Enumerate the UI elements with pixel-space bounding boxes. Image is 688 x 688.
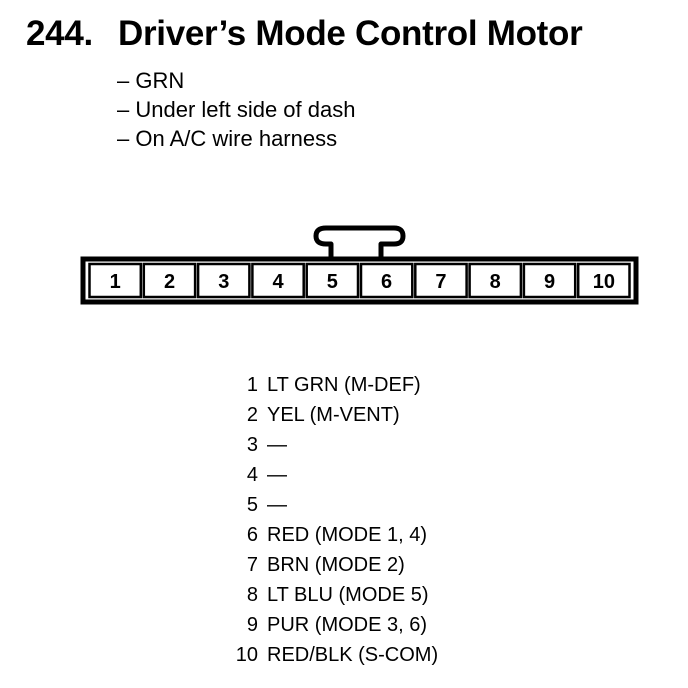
list-item: 6 RED (MODE 1, 4) — [220, 520, 438, 550]
pin-number: 8 — [246, 584, 258, 606]
connector-diagram: 1 2 3 4 5 6 7 8 9 10 — [80, 225, 639, 305]
note-color: – GRN — [117, 68, 185, 93]
connector-pin-cell — [88, 262, 143, 299]
title-number: 244. — [26, 14, 93, 53]
connector-pin-cell — [468, 262, 523, 299]
connector-pin-label: 6 — [381, 271, 392, 293]
connector-pin-cell — [414, 262, 468, 299]
connector-pin-label: 1 — [110, 271, 121, 293]
page-title: 244. Driver’s Mode Control Motor — [26, 14, 583, 54]
list-item: 3— — [220, 430, 438, 460]
connector-pin-cell — [142, 262, 197, 299]
pin-number: 1 — [246, 374, 258, 396]
pin-number: 9 — [246, 614, 258, 636]
connector-pin-cell — [305, 262, 360, 299]
wire-description: BRN (MODE 2) — [267, 554, 405, 576]
list-item: 2 YEL (M-VENT) — [220, 400, 438, 430]
pin-number: 3 — [246, 434, 258, 456]
note-harness: – On A/C wire harness — [117, 126, 338, 151]
connector-pin-label: 8 — [490, 271, 501, 293]
wire-description: — — [267, 464, 287, 486]
connector-pin-label: 4 — [272, 271, 284, 293]
connector-pin-cell — [251, 262, 305, 299]
connector-pin-label: 9 — [544, 271, 555, 293]
wire-description: — — [267, 434, 287, 456]
connector-pin-label: 10 — [593, 271, 615, 293]
connector-pin-cell — [522, 262, 577, 299]
connector-pin-cell — [359, 262, 414, 299]
list-item: 7 BRN (MODE 2) — [220, 550, 438, 580]
list-item: 8 LT BLU (MODE 5) — [220, 580, 438, 610]
connector-lock-tab — [313, 225, 406, 261]
pin-number: 10 — [235, 644, 258, 666]
pin-number: 6 — [246, 524, 258, 546]
title-text: Driver’s Mode Control Motor — [118, 14, 583, 53]
wire-description: LT BLU (MODE 5) — [267, 584, 429, 606]
connector-pin-cell — [196, 262, 251, 299]
list-item: 5— — [220, 490, 438, 520]
pin-number: 5 — [246, 494, 258, 516]
list-item: 4— — [220, 460, 438, 490]
connector-pin-label: 7 — [435, 271, 446, 293]
wire-description: YEL (M-VENT) — [267, 404, 400, 426]
pin-number: 7 — [246, 554, 258, 576]
connector-pin-cell — [576, 262, 631, 299]
pin-number: 2 — [246, 404, 258, 426]
list-item: 9 PUR (MODE 3, 6) — [220, 610, 438, 640]
connector-pin-label: 3 — [218, 271, 229, 293]
wire-description: PUR (MODE 3, 6) — [267, 614, 428, 636]
connector-notes: – GRN – Under left side of dash – On A/C… — [117, 66, 355, 153]
wire-description: RED (MODE 1, 4) — [267, 524, 428, 546]
connector-pin-label: 2 — [164, 271, 175, 293]
list-item: 10 RED/BLK (S-COM) — [220, 640, 438, 670]
note-location: – Under left side of dash — [117, 97, 356, 122]
wire-description: — — [267, 494, 287, 516]
list-item: 1 LT GRN (M-DEF) — [220, 370, 438, 400]
wire-description: LT GRN (M-DEF) — [267, 374, 421, 396]
pin-number: 4 — [246, 464, 258, 486]
connector-pin-label: 5 — [327, 271, 338, 293]
wire-description: RED/BLK (S-COM) — [267, 644, 439, 666]
